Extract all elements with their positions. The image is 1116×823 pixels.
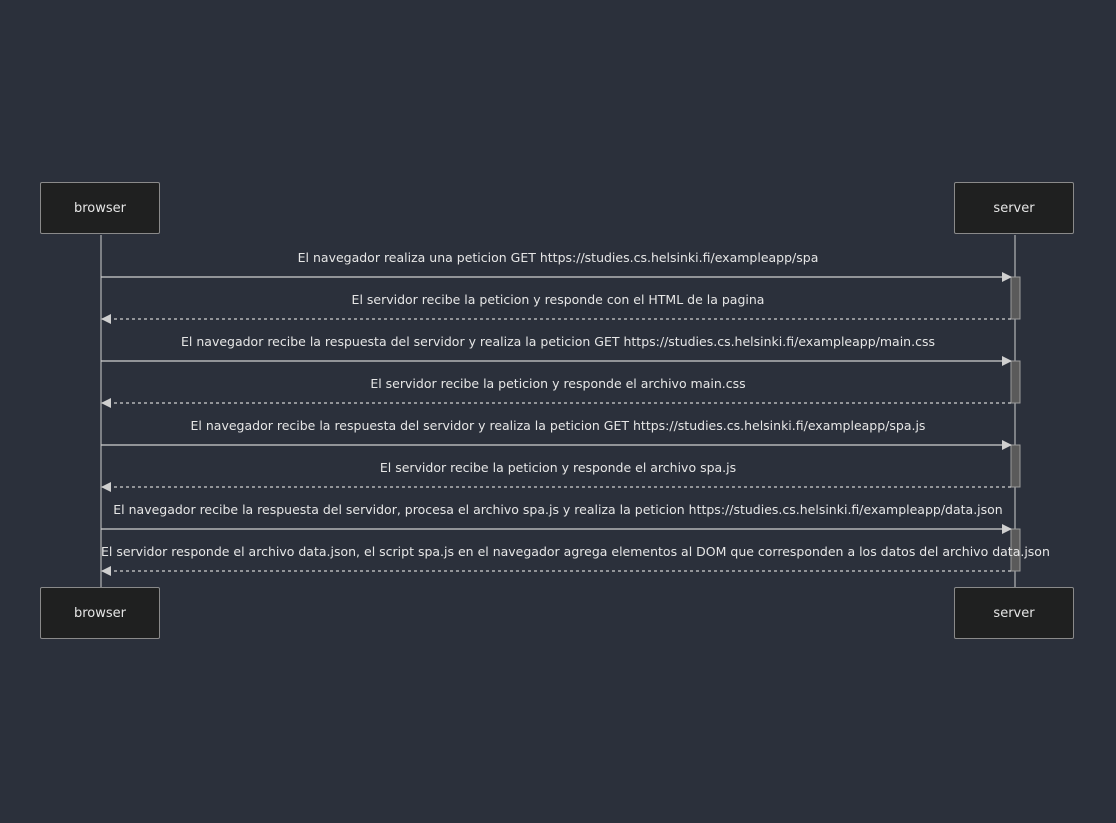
server-activation-bar	[1010, 444, 1021, 488]
message-label-7: El navegador recibe la respuesta del ser…	[113, 502, 1003, 517]
browser-actor-top: browser	[40, 182, 160, 234]
server-activation-bar	[1010, 276, 1021, 320]
message-label-2: El servidor recibe la peticion y respond…	[351, 292, 765, 307]
server-activation-bar	[1010, 528, 1021, 572]
browser-actor-bottom: browser	[40, 587, 160, 639]
message-label-5: El navegador recibe la respuesta del ser…	[190, 418, 926, 433]
server-actor-top: server	[954, 182, 1074, 234]
message-label-1: El navegador realiza una peticion GET ht…	[297, 250, 819, 265]
message-label-4: El servidor recibe la peticion y respond…	[370, 376, 746, 391]
message-label-6: El servidor recibe la peticion y respond…	[379, 460, 737, 475]
message-label-8: El servidor responde el archivo data.jso…	[101, 544, 1050, 559]
message-label-3: El navegador recibe la respuesta del ser…	[181, 334, 935, 349]
server-actor-bottom: server	[954, 587, 1074, 639]
server-activation-bar	[1010, 360, 1021, 404]
